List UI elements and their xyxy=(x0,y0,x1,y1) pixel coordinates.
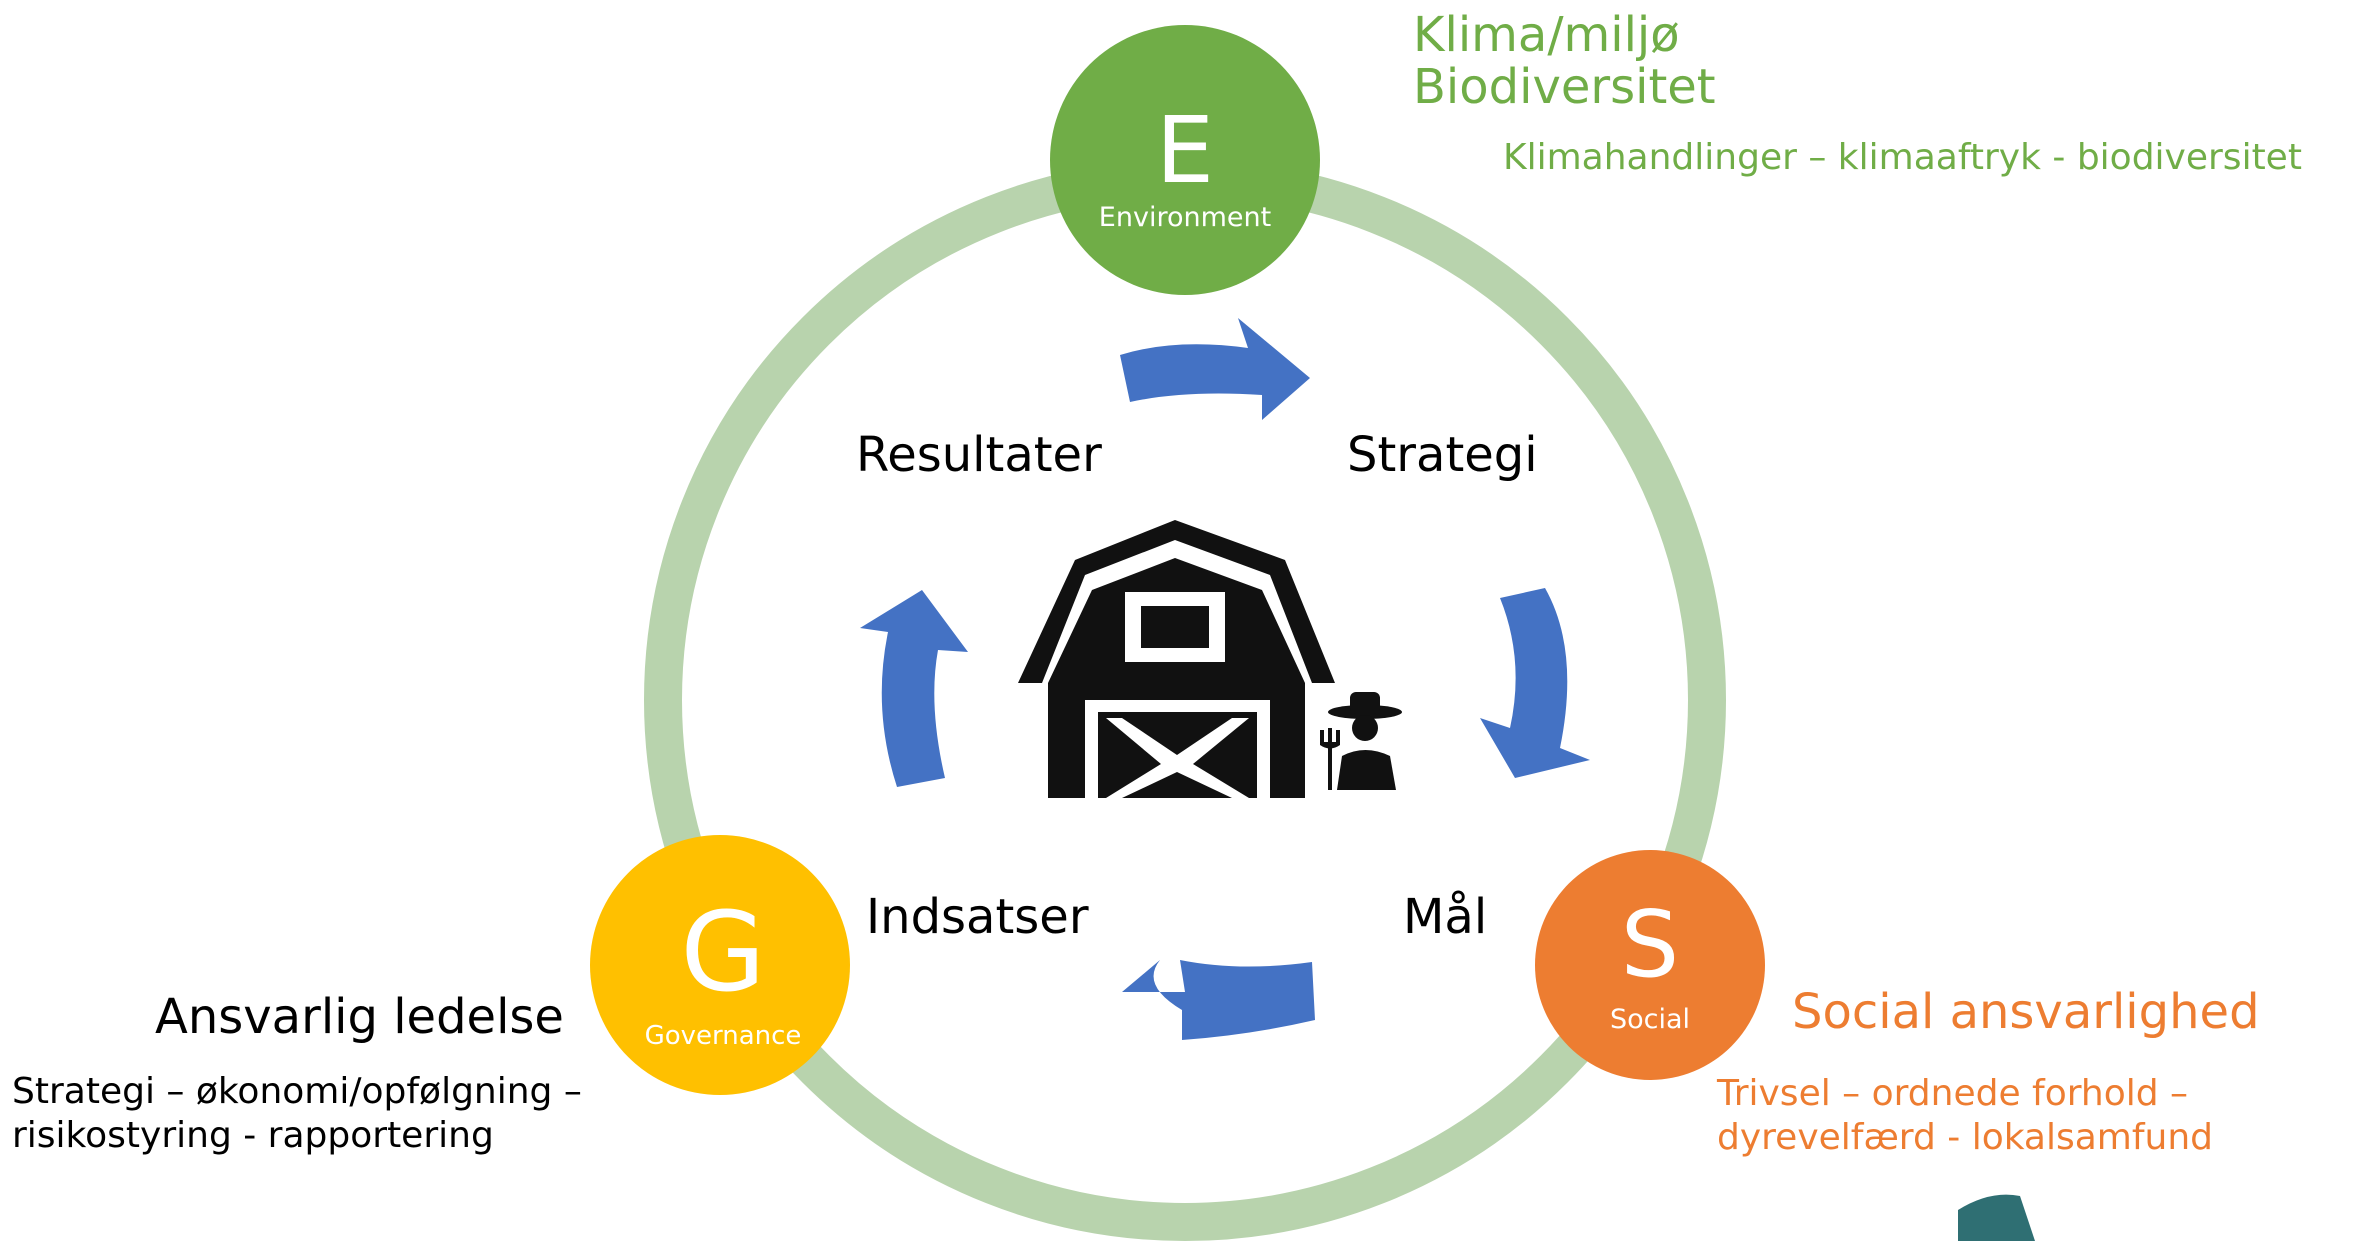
farmer-icon xyxy=(1320,692,1402,790)
social-detail-line2: dyrevelfærd - lokalsamfund xyxy=(1717,1117,2214,1158)
social-detail-line1: Trivsel – ordnede forhold – xyxy=(1717,1073,2189,1114)
environment-letter: E xyxy=(1156,97,1214,204)
partial-logo xyxy=(1958,1194,2035,1241)
cycle-arrows xyxy=(860,318,1590,1040)
cycle-label-strategy: Strategi xyxy=(1347,427,1538,483)
cycle-label-efforts: Indsatser xyxy=(866,889,1089,945)
social-node: S Social xyxy=(1535,850,1765,1080)
environment-detail: Klimahandlinger – klimaaftryk - biodiver… xyxy=(1503,137,2302,178)
social-title: Social ansvarlighed xyxy=(1792,984,2260,1040)
governance-label: Governance xyxy=(645,1021,802,1051)
governance-letter: G xyxy=(680,888,765,1016)
governance-title: Ansvarlig ledelse xyxy=(155,989,564,1045)
social-letter: S xyxy=(1621,891,1679,998)
cycle-label-goals: Mål xyxy=(1403,889,1488,945)
environment-title-line2: Biodiversitet xyxy=(1413,59,1716,115)
governance-detail-line1: Strategi – økonomi/opfølgning – xyxy=(12,1071,582,1112)
curved-arrow-icon xyxy=(1122,960,1315,1040)
social-label: Social xyxy=(1610,1004,1690,1035)
cycle-label-results: Resultater xyxy=(856,427,1102,483)
environment-node: E Environment xyxy=(1050,25,1320,295)
barn-icon xyxy=(1018,520,1335,798)
environment-label: Environment xyxy=(1099,202,1271,233)
governance-node: G Governance xyxy=(590,835,850,1095)
curved-arrow-icon xyxy=(1480,588,1590,778)
curved-arrow-icon xyxy=(860,590,968,787)
curved-arrow-icon xyxy=(1120,318,1310,420)
environment-title-line1: Klima/miljø xyxy=(1413,7,1680,63)
governance-detail-line2: risikostyring - rapportering xyxy=(12,1115,494,1156)
